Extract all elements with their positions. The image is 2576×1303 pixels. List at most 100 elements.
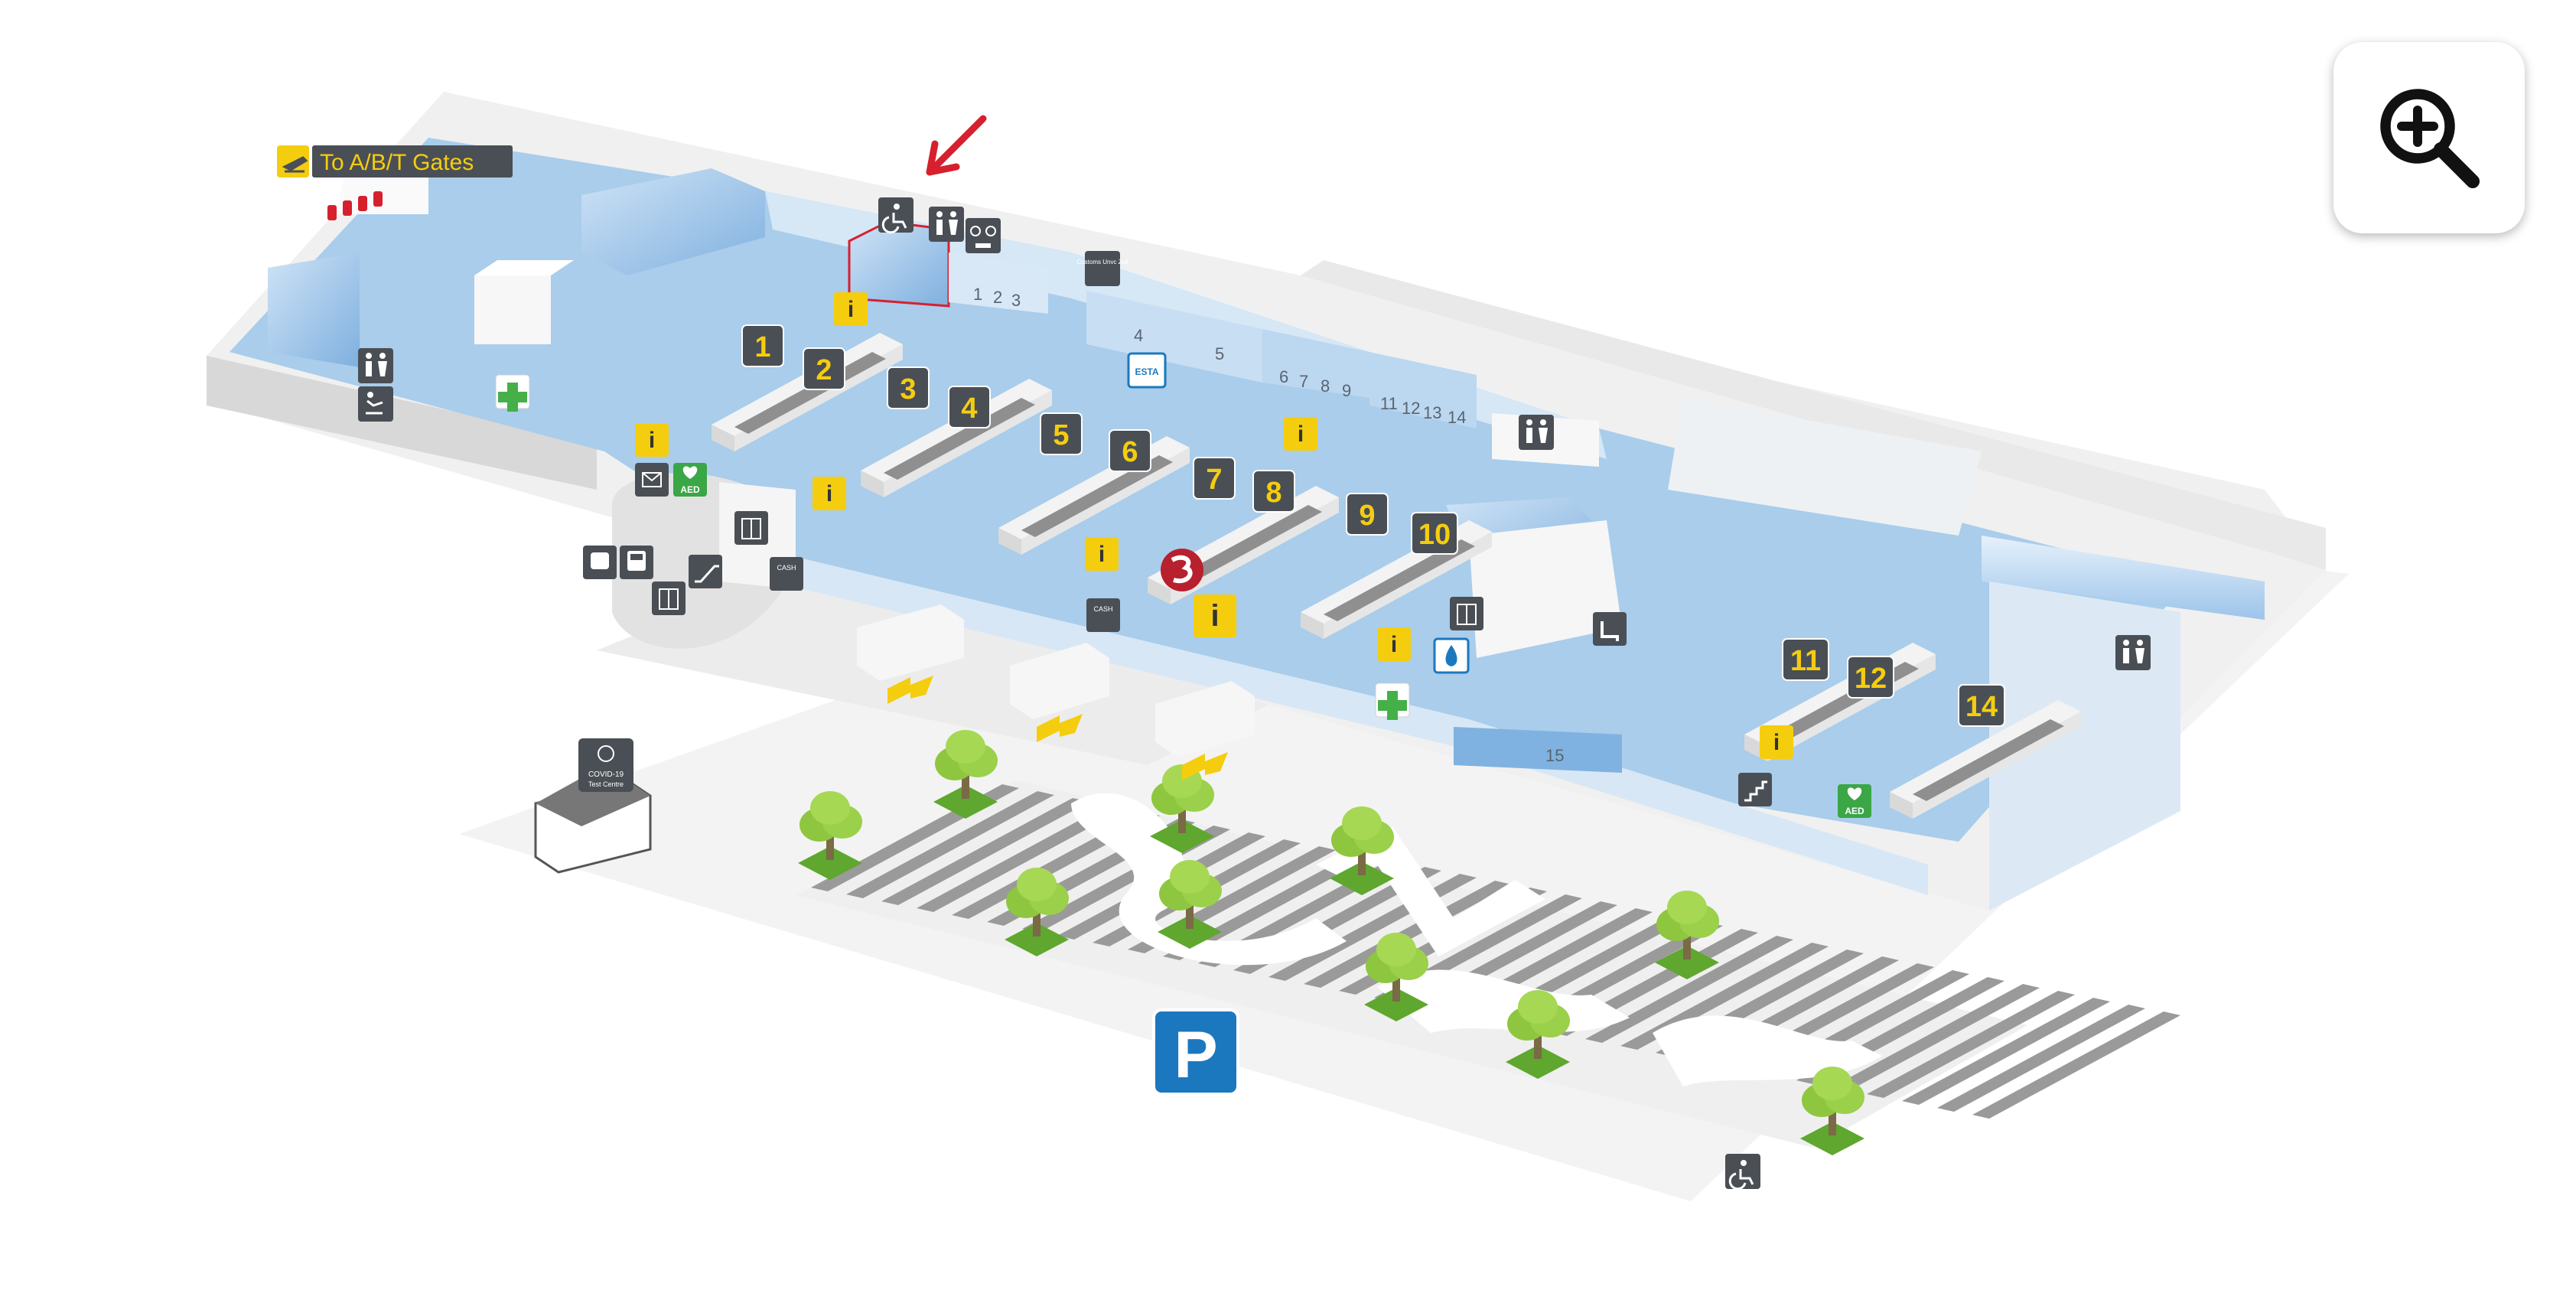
svg-text:5: 5 bbox=[1053, 419, 1069, 451]
water-icon bbox=[1433, 637, 1470, 674]
counter-label: 1 bbox=[973, 285, 982, 304]
desk-badge-14: 14 bbox=[1958, 684, 2005, 727]
svg-text:Test Centre: Test Centre bbox=[588, 780, 624, 788]
desk-badge-1: 1 bbox=[741, 324, 784, 367]
elevator-icon bbox=[652, 581, 686, 615]
svg-text:i: i bbox=[1298, 422, 1304, 447]
desk-badge-2: 2 bbox=[803, 347, 845, 390]
info-point-icon: i bbox=[1760, 725, 1793, 759]
zebra-stripe bbox=[1585, 936, 1793, 1043]
zebra-stripe bbox=[881, 798, 1089, 905]
info-point-icon: i bbox=[834, 292, 868, 326]
restroom-icon bbox=[1519, 415, 1554, 450]
desk-badge-6: 6 bbox=[1109, 429, 1151, 472]
esta-icon: ESTA bbox=[1127, 352, 1167, 389]
zebra-stripe bbox=[1620, 943, 1829, 1050]
svg-text:i: i bbox=[1210, 599, 1219, 633]
counter-label: 15 bbox=[1545, 746, 1564, 765]
desk-badge-3: 3 bbox=[887, 366, 930, 409]
counter-label: 14 bbox=[1448, 408, 1466, 427]
svg-text:i: i bbox=[1099, 542, 1105, 567]
desk-badge-12: 12 bbox=[1847, 656, 1894, 699]
svg-text:i: i bbox=[848, 297, 854, 322]
airplane-departure-icon bbox=[282, 156, 308, 173]
seating-icon bbox=[1593, 612, 1627, 646]
counter-label: 7 bbox=[1299, 372, 1308, 391]
info-desk-icon: i bbox=[1194, 594, 1236, 637]
aed-icon: AED bbox=[673, 463, 707, 497]
first-aid-icon bbox=[495, 374, 530, 412]
restroom-icon bbox=[358, 348, 393, 383]
svg-text:11: 11 bbox=[1790, 645, 1821, 677]
svg-text:CASH: CASH bbox=[1093, 605, 1112, 613]
zebra-stripe bbox=[1902, 998, 2110, 1105]
escalator-arrows bbox=[887, 676, 1228, 780]
bus-icon bbox=[620, 546, 653, 579]
zebra-stripe bbox=[1304, 881, 1512, 988]
desk-badge-5: 5 bbox=[1040, 412, 1083, 455]
svg-text:14: 14 bbox=[1965, 691, 1998, 723]
svg-text:4: 4 bbox=[961, 393, 977, 425]
location-arrow bbox=[926, 115, 987, 176]
counter-label: 2 bbox=[993, 288, 1002, 307]
cash-atm-icon: CASH bbox=[1086, 598, 1120, 632]
elevator-icon bbox=[734, 511, 768, 545]
covid-test-centre[interactable]: COVID-19 Test Centre bbox=[534, 738, 652, 874]
svg-text:2: 2 bbox=[816, 354, 832, 386]
stairs-icon bbox=[1738, 773, 1772, 806]
counter-label: 8 bbox=[1321, 376, 1330, 396]
restaurant-logo-icon[interactable] bbox=[1161, 549, 1203, 591]
pets-bicycle-icon bbox=[966, 218, 1001, 253]
svg-text:ESTA: ESTA bbox=[1135, 366, 1158, 377]
svg-text:7: 7 bbox=[1206, 464, 1222, 496]
svg-text:i: i bbox=[826, 481, 832, 507]
counter-label: 12 bbox=[1402, 399, 1420, 418]
zebra-stripe bbox=[1832, 984, 2040, 1091]
desk-badge-8: 8 bbox=[1252, 470, 1295, 513]
zebra-stripe bbox=[1867, 991, 2075, 1098]
info-point-icon: i bbox=[1085, 537, 1119, 571]
svg-text:6: 6 bbox=[1122, 436, 1138, 468]
info-point-icon: i bbox=[635, 423, 669, 457]
zoom-in-button[interactable] bbox=[2333, 42, 2525, 233]
desk-badge-11: 11 bbox=[1782, 638, 1829, 681]
svg-text:i: i bbox=[649, 428, 655, 453]
svg-text:i: i bbox=[1773, 730, 1780, 755]
svg-text:P: P bbox=[1174, 1018, 1217, 1092]
counter-label: 5 bbox=[1215, 344, 1224, 363]
restroom-icon bbox=[2115, 635, 2151, 670]
aed-icon: AED bbox=[1838, 784, 1871, 818]
counter-label: 11 bbox=[1380, 394, 1398, 413]
svg-text:COVID-19: COVID-19 bbox=[588, 770, 624, 779]
zebra-stripe bbox=[846, 791, 1054, 898]
desk-badge-7: 7 bbox=[1193, 457, 1236, 500]
zebra-stripe bbox=[1937, 1005, 2145, 1112]
svg-text:9: 9 bbox=[1359, 500, 1375, 532]
svg-text:AED: AED bbox=[1845, 806, 1864, 816]
wheelchair-icon bbox=[1725, 1154, 1760, 1191]
parking-sign-icon[interactable]: P bbox=[1152, 1008, 1239, 1096]
baby-change-icon bbox=[358, 386, 393, 422]
info-point-icon: i bbox=[1284, 417, 1317, 451]
mail-icon bbox=[635, 463, 669, 497]
counter-label: 13 bbox=[1423, 403, 1441, 422]
zebra-stripe bbox=[917, 805, 1125, 912]
svg-text:3: 3 bbox=[900, 373, 916, 406]
svg-text:AED: AED bbox=[680, 484, 700, 495]
restroom-icon bbox=[929, 207, 964, 242]
svg-text:1: 1 bbox=[754, 331, 770, 363]
svg-text:8: 8 bbox=[1265, 477, 1281, 509]
counter-label: 3 bbox=[1011, 291, 1021, 310]
to-gates-label: To A/B/T Gates bbox=[320, 150, 474, 175]
counter-label: 4 bbox=[1134, 326, 1143, 345]
svg-text:CASH: CASH bbox=[777, 564, 796, 572]
info-point-icon: i bbox=[1377, 627, 1411, 661]
zoom-in-icon bbox=[2380, 89, 2480, 188]
counter-label: 9 bbox=[1342, 381, 1351, 400]
svg-text:i: i bbox=[1391, 632, 1397, 657]
train-icon bbox=[583, 546, 617, 579]
counter-label: 6 bbox=[1279, 367, 1288, 386]
desk-badge-4: 4 bbox=[948, 386, 991, 428]
to-gates-sign[interactable]: To A/B/T Gates bbox=[277, 145, 513, 178]
